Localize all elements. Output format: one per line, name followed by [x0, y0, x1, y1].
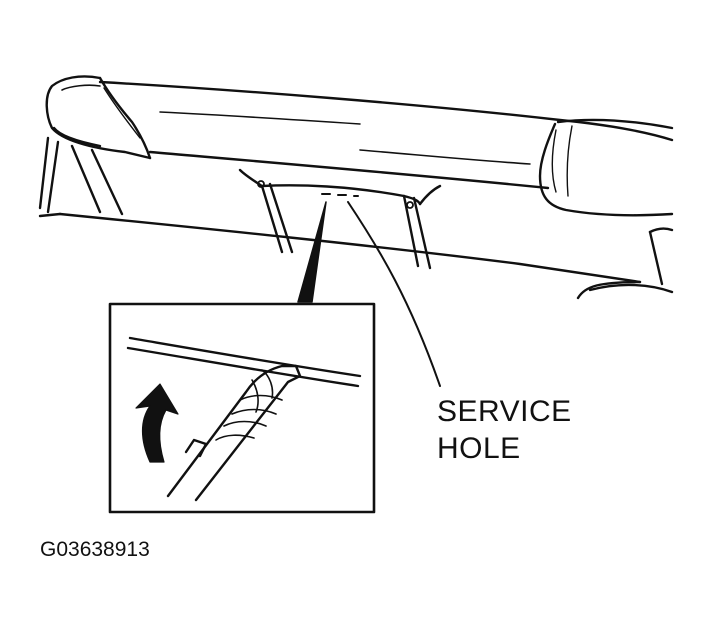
service-hole-label-line2: HOLE — [437, 432, 521, 465]
detail-inset — [108, 302, 376, 514]
service-hole-label-line1: SERVICE — [437, 395, 572, 428]
rear-deck-drawing — [38, 75, 674, 300]
leader-lines — [297, 201, 441, 387]
figure-code: G03638913 — [40, 538, 150, 561]
rotate-arrow-icon — [135, 383, 179, 463]
